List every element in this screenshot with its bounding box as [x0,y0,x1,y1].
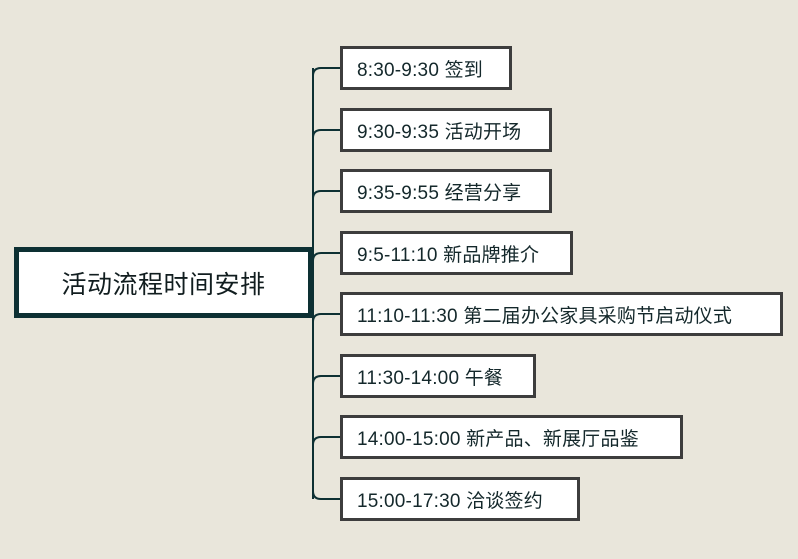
branch-node[interactable]: 14:00-15:00 新产品、新展厅品鉴 [340,415,683,459]
branch-node-label: 9:30-9:35 活动开场 [357,121,522,143]
branch-node[interactable]: 8:30-9:30 签到 [340,46,512,90]
branch-node[interactable]: 15:00-17:30 洽谈签约 [340,477,580,521]
branch-node[interactable]: 9:35-9:55 经营分享 [340,169,552,213]
connector-branch [312,129,340,139]
branch-node[interactable]: 11:30-14:00 午餐 [340,354,536,398]
branch-node-label: 15:00-17:30 洽谈签约 [357,490,543,512]
root-node[interactable]: 活动流程时间安排 [14,247,313,318]
connector-branch [312,190,340,200]
branch-node-label: 11:30-14:00 午餐 [357,367,504,389]
connector-branch [312,490,340,500]
branch-node-label: 8:30-9:30 签到 [357,59,483,81]
branch-node-label: 9:35-9:55 经营分享 [357,182,522,204]
connector-branch [312,252,340,262]
root-node-label: 活动流程时间安排 [61,270,266,299]
branch-node[interactable]: 11:10-11:30 第二届办公家具采购节启动仪式 [340,292,783,336]
branch-node[interactable]: 9:30-9:35 活动开场 [340,108,552,152]
branch-node[interactable]: 9:5-11:10 新品牌推介 [340,231,573,275]
connector-branch [312,436,340,446]
branch-node-label: 14:00-15:00 新产品、新展厅品鉴 [357,428,639,450]
branch-node-label: 9:5-11:10 新品牌推介 [357,244,540,266]
branch-node-label: 11:10-11:30 第二届办公家具采购节启动仪式 [357,305,733,327]
connector-branch [312,375,340,385]
connector-branch [312,67,340,77]
connector-branch [312,313,340,323]
